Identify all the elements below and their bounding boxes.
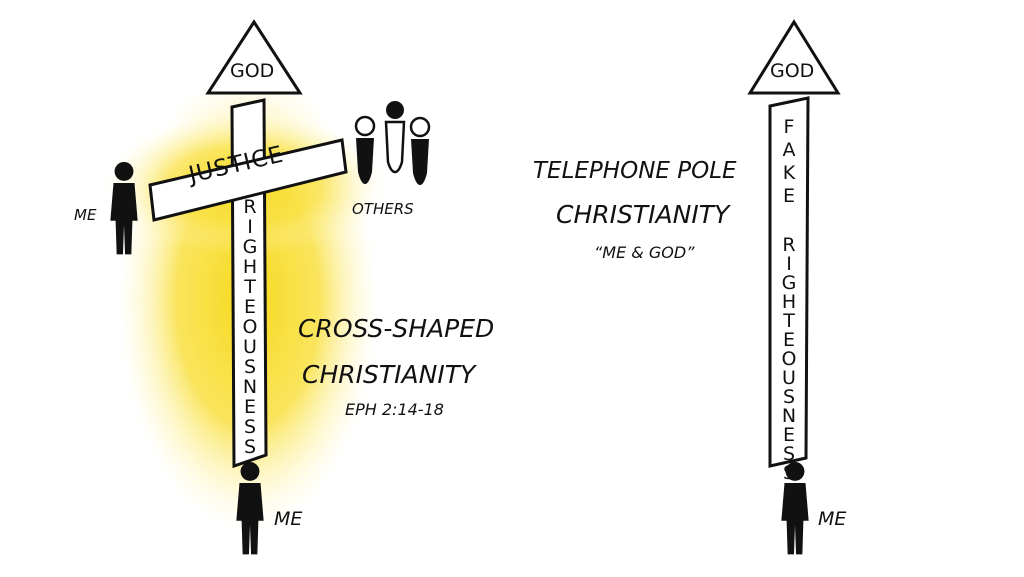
others-group-icon xyxy=(354,101,431,185)
telephone-pole xyxy=(768,96,810,468)
me-label-left: ME xyxy=(74,206,97,224)
me-label-right: ME xyxy=(818,508,847,530)
righteousness-label: RIGHTEOUSNESS xyxy=(239,196,261,456)
fake-righteousness-label: RIGHTEOUSNESS xyxy=(778,234,800,481)
telephone-pole-title: Telephone Pole xyxy=(533,158,737,184)
cross-shaped-title: Cross-Shaped xyxy=(298,314,495,343)
god-label-right: GOD xyxy=(770,60,815,82)
others-label: OTHERS xyxy=(352,200,414,218)
god-triangle-left xyxy=(205,19,303,95)
me-and-god-subtitle: “Me & God” xyxy=(594,243,695,262)
telephone-pole-title-line2: Christianity xyxy=(556,200,730,229)
cross-shaped-title-line2: Christianity xyxy=(302,360,476,389)
god-label-left: GOD xyxy=(230,60,275,82)
me-label-bottom: ME xyxy=(274,508,303,530)
fake-label: FAKE xyxy=(778,116,800,208)
scripture-reference: Eph 2:14-18 xyxy=(345,400,444,419)
cross-horizontal-beam xyxy=(148,138,348,222)
god-triangle-right xyxy=(747,19,841,95)
